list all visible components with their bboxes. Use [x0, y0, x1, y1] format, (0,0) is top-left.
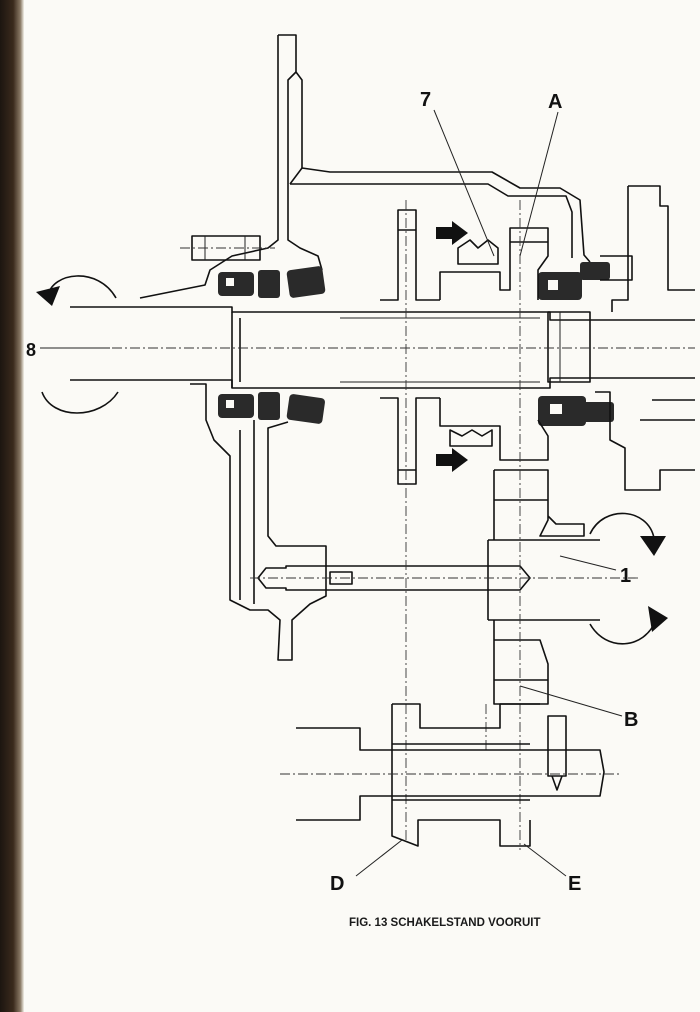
label-part-7: 7 [420, 89, 431, 111]
left-bearings [218, 266, 326, 424]
layshaft [250, 539, 640, 621]
label-shaft-8: 8 [26, 340, 36, 360]
label-part-b: B [624, 709, 638, 731]
rotation-arrow-main-top [36, 275, 117, 306]
rotation-arrow-layshaft-bottom [589, 606, 668, 645]
book-spine-shadow [0, 0, 24, 1012]
upper-housing [139, 34, 591, 299]
leader-lines [40, 109, 623, 877]
centerlines [405, 200, 521, 850]
housing-bolt [180, 235, 275, 261]
shift-direction-arrows [436, 221, 468, 472]
label-part-1: 1 [620, 565, 631, 587]
rotation-arrow-main-bottom [41, 391, 119, 414]
lower-housing [190, 383, 327, 661]
cluster-gear-b [485, 469, 585, 750]
main-shaft-gears [380, 209, 549, 485]
main-shaft [40, 306, 695, 389]
right-housing [595, 185, 695, 491]
label-part-a: A [548, 91, 562, 113]
figure-caption: FIG. 13 SCHAKELSTAND VOORUIT [349, 917, 540, 929]
rotation-arrow-layshaft-top [589, 512, 666, 556]
label-part-d: D [330, 873, 344, 895]
right-bearings [538, 262, 614, 426]
reverse-shaft [280, 703, 620, 847]
label-part-e: E [568, 873, 581, 895]
